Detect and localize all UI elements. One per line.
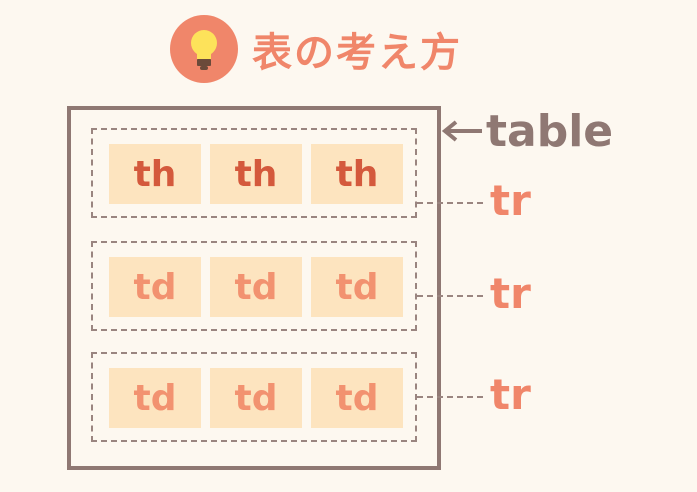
table-row: td td td	[91, 352, 417, 442]
td-cell: td	[210, 257, 302, 317]
page-title: 表の考え方	[252, 30, 462, 76]
table-row: th th th	[91, 128, 417, 218]
table-label: table	[440, 105, 614, 157]
td-cell: td	[311, 257, 403, 317]
td-cell: td	[109, 368, 201, 428]
th-cell: th	[109, 144, 201, 204]
th-cell: th	[311, 144, 403, 204]
table-label-text: table	[486, 105, 614, 157]
td-cell: td	[109, 257, 201, 317]
tr-label: tr	[490, 370, 531, 419]
tr-label: tr	[490, 269, 531, 318]
row-connector-line	[417, 295, 483, 297]
th-cell: th	[210, 144, 302, 204]
lightbulb-icon	[170, 15, 238, 83]
row-connector-line	[417, 396, 483, 398]
td-cell: td	[210, 368, 302, 428]
td-cell: td	[311, 368, 403, 428]
tr-label: tr	[490, 176, 531, 225]
row-connector-line	[417, 202, 483, 204]
table-row: td td td	[91, 241, 417, 331]
arrow-left-icon	[441, 120, 482, 142]
table-diagram: th th th td td td td td td	[67, 106, 441, 470]
header: 表の考え方	[170, 14, 462, 84]
